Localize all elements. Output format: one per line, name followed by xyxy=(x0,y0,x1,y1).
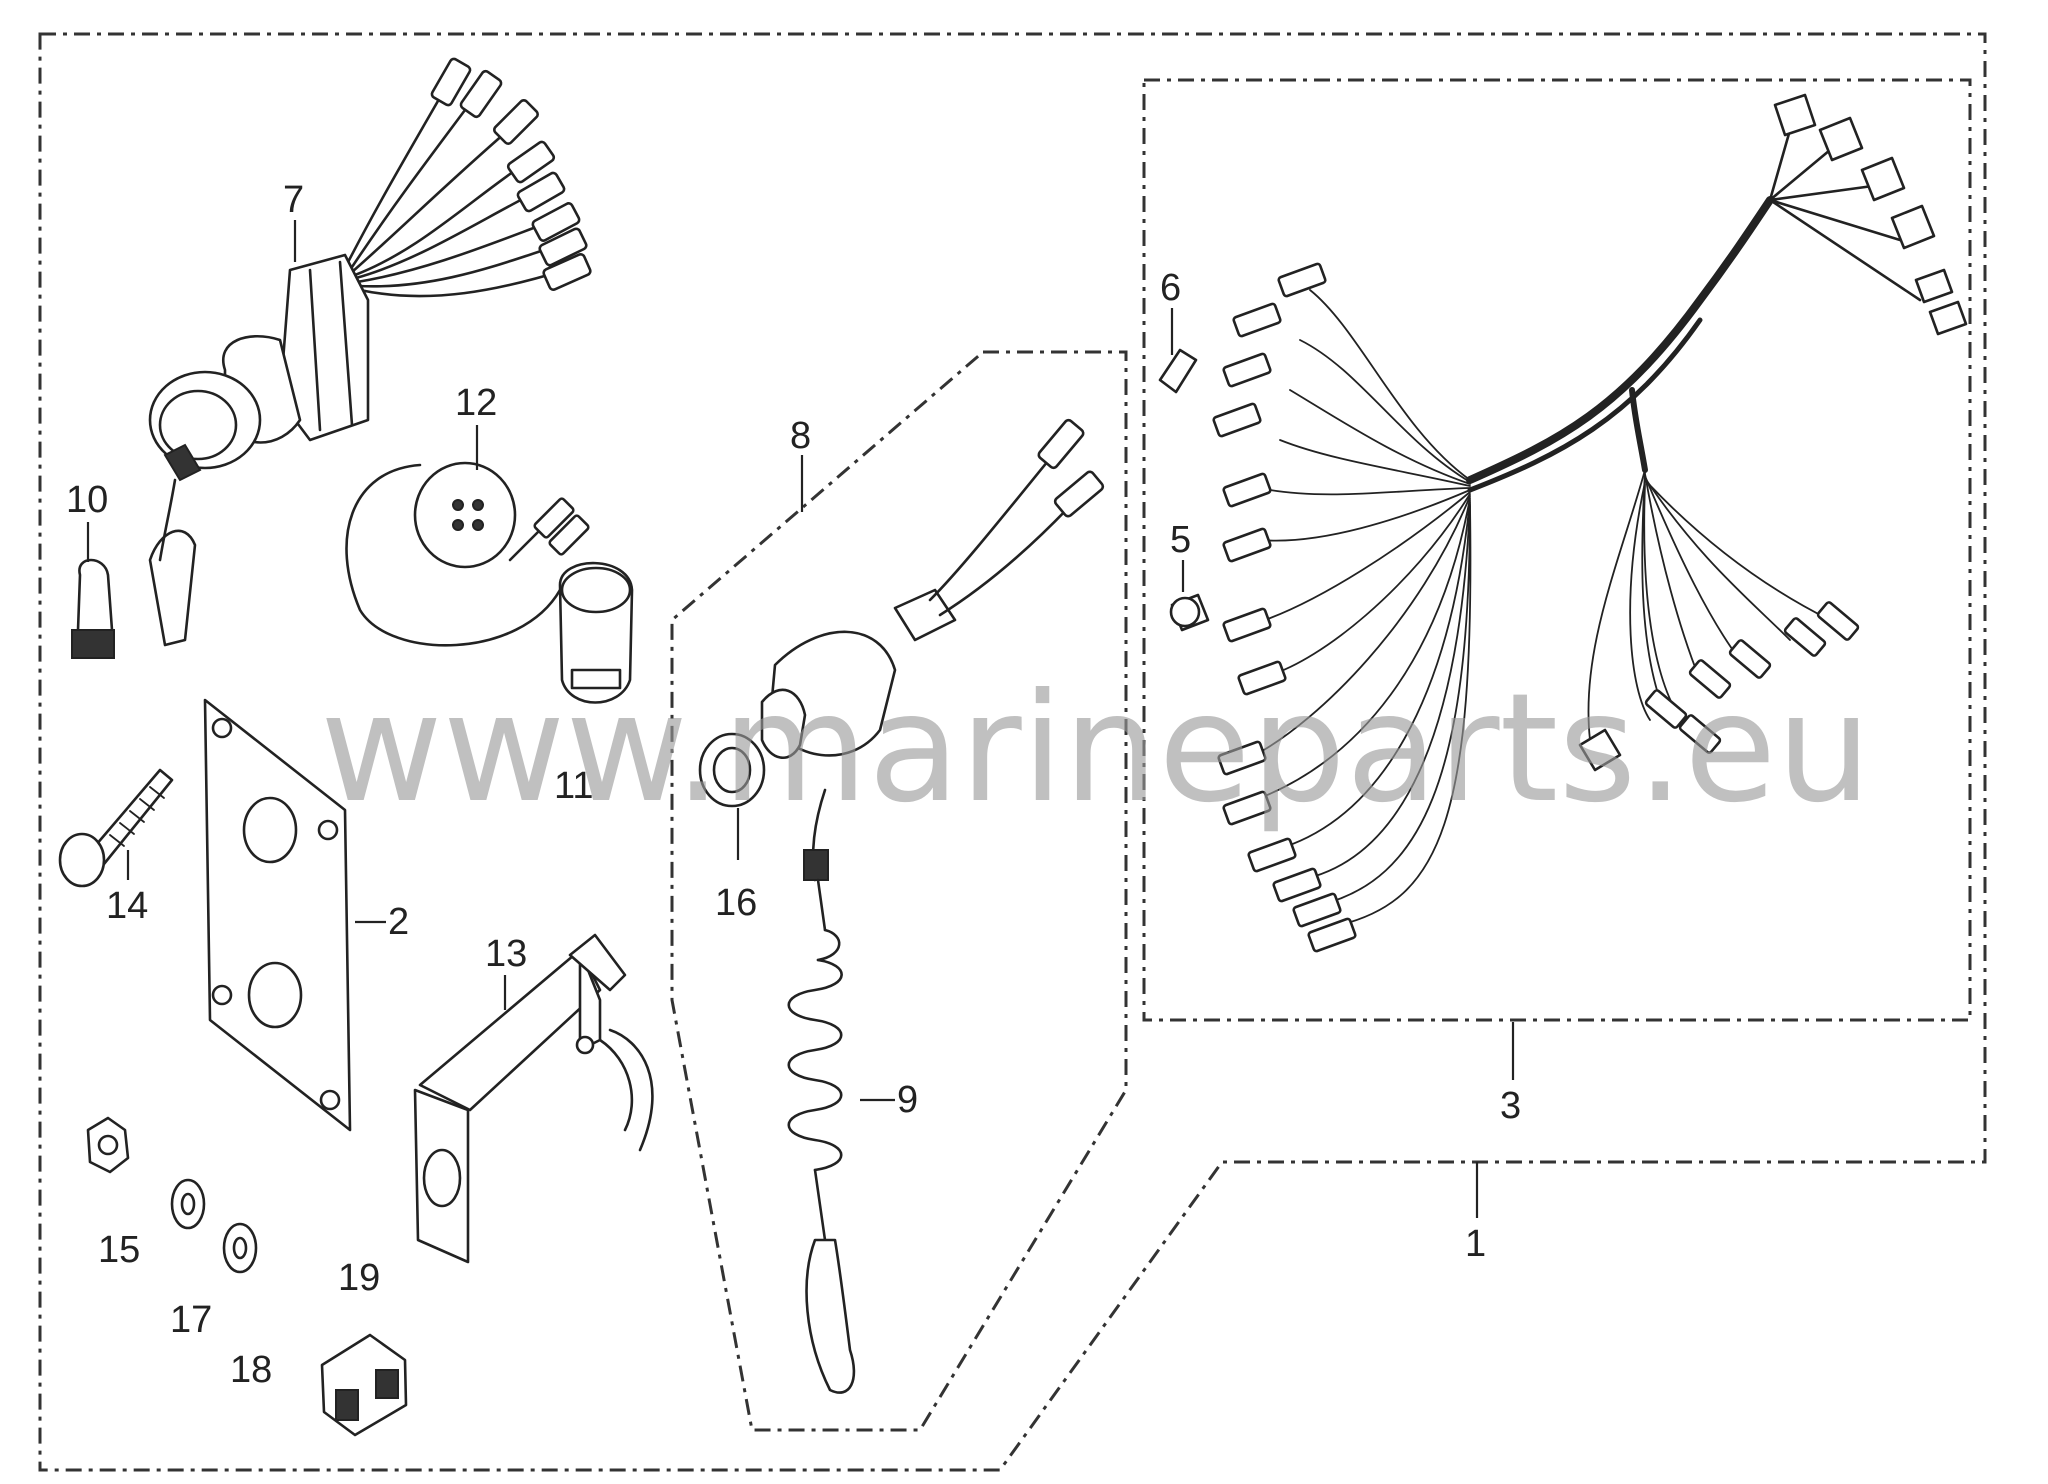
screw xyxy=(58,768,174,888)
nut xyxy=(86,1116,130,1174)
washer-17 xyxy=(170,1178,206,1230)
harness-group-boundary xyxy=(1142,78,1972,1022)
callout-9: 9 xyxy=(897,1079,918,1121)
callout-18: 18 xyxy=(230,1349,272,1391)
wiring-harness xyxy=(1212,93,1968,953)
bolt xyxy=(1169,593,1210,632)
callout-7: 7 xyxy=(283,179,304,221)
ignition-switch xyxy=(148,57,592,647)
callout-11: 11 xyxy=(554,765,593,807)
pin xyxy=(1158,348,1198,394)
callout-2: 2 xyxy=(388,901,409,943)
connector xyxy=(320,1333,408,1437)
washer-18 xyxy=(222,1222,258,1274)
clamp xyxy=(558,561,634,704)
callout-13: 13 xyxy=(485,933,527,975)
callout-3: 3 xyxy=(1500,1085,1521,1127)
callout-8: 8 xyxy=(790,415,811,457)
switch-nut xyxy=(698,732,766,808)
outer-kit-boundary xyxy=(38,32,1987,1472)
callout-5: 5 xyxy=(1170,519,1191,561)
callout-10: 10 xyxy=(66,479,108,521)
buzzer xyxy=(345,461,590,647)
callout-labels: 1 2 3 5 6 7 8 9 10 11 12 13 14 15 16 17 … xyxy=(66,179,1521,1391)
watermark: www.marineparts.eu xyxy=(320,662,1872,836)
callout-17: 17 xyxy=(170,1299,212,1341)
stop-switch xyxy=(760,418,1105,760)
switch-group-boundary xyxy=(670,350,1128,1432)
mounting-plate xyxy=(203,698,352,1132)
callout-19: 19 xyxy=(338,1257,380,1299)
bracket xyxy=(413,933,654,1264)
key-clip xyxy=(71,558,115,659)
leader-lines xyxy=(86,220,1515,1218)
callout-15: 15 xyxy=(98,1229,140,1271)
callout-16: 16 xyxy=(715,882,757,924)
callout-1: 1 xyxy=(1465,1223,1486,1265)
lanyard xyxy=(787,788,856,1394)
callout-12: 12 xyxy=(455,382,497,424)
callout-14: 14 xyxy=(106,885,148,927)
callout-6: 6 xyxy=(1160,267,1181,309)
